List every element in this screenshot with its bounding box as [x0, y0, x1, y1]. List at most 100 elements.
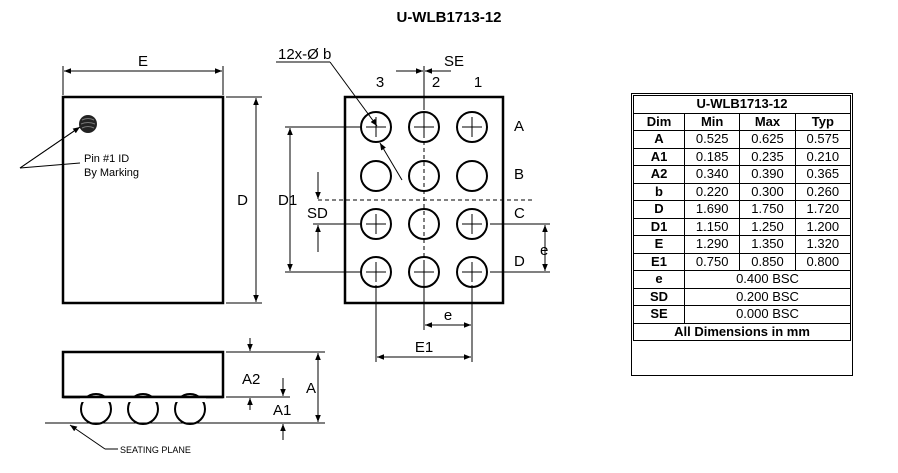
table-cell-max: 0.235: [739, 147, 796, 166]
label-e-horizontal: e: [444, 307, 452, 324]
table-cell-max: 1.350: [739, 235, 796, 254]
label-A2: A2: [242, 371, 260, 388]
table-cell-max: 0.850: [739, 252, 796, 271]
table-cell-typ: 1.320: [794, 235, 852, 254]
label-SE: SE: [444, 53, 464, 70]
table-header-typ: Typ: [794, 112, 852, 131]
ball-spec-label: 12x-Ø b: [278, 46, 331, 63]
table-cell-dim: b: [633, 182, 685, 201]
col-label-2: 2: [432, 74, 440, 91]
table-cell-min: 0.185: [683, 147, 741, 166]
table-cell-min: 0.750: [683, 252, 741, 271]
col-label-3: 3: [376, 74, 384, 91]
table-title: U-WLB1713-12: [633, 95, 851, 114]
table-cell-bsc-value: 0.200 BSC: [684, 287, 851, 306]
table-cell-min: 0.340: [683, 165, 741, 184]
label-E: E: [138, 53, 148, 70]
side-ball: [80, 393, 112, 425]
ball-view: [276, 61, 550, 362]
row-label-D: D: [514, 253, 525, 270]
table-cell-typ: 0.575: [794, 130, 852, 149]
solder-ball: [456, 256, 488, 288]
col-label-1: 1: [474, 74, 482, 91]
solder-ball: [408, 208, 440, 240]
table-cell-typ: 0.210: [794, 147, 852, 166]
table-cell-max: 0.390: [739, 165, 796, 184]
table-cell-dim: D1: [633, 217, 685, 236]
table-footer-row: All Dimensions in mm: [633, 322, 851, 341]
table-cell-dim: E1: [633, 252, 685, 271]
table-cell-dim: SE: [633, 305, 685, 324]
table-cell-max: 1.750: [739, 200, 796, 219]
label-A1: A1: [273, 402, 291, 419]
solder-ball: [456, 160, 488, 192]
table-cell-dim: A2: [633, 165, 685, 184]
table-cell-bsc-value: 0.400 BSC: [684, 270, 851, 289]
table-cell-max: 0.625: [739, 130, 796, 149]
side-ball: [174, 393, 206, 425]
table-cell-max: 1.250: [739, 217, 796, 236]
table-cell-typ: 0.800: [794, 252, 852, 271]
table-cell-dim: SD: [633, 287, 685, 306]
table-cell-dim: E: [633, 235, 685, 254]
page-title: U-WLB1713-12: [396, 9, 502, 26]
pin1-label-line1: Pin #1 ID: [84, 153, 129, 165]
solder-ball: [456, 111, 488, 143]
table-footer: All Dimensions in mm: [633, 322, 851, 341]
label-SD: SD: [307, 205, 328, 222]
row-label-B: B: [514, 166, 524, 183]
table-cell-max: 0.300: [739, 182, 796, 201]
table-cell-typ: 1.200: [794, 217, 852, 236]
table-cell-typ: 0.365: [794, 165, 852, 184]
solder-ball: [360, 160, 392, 192]
side-ball: [127, 393, 159, 425]
table-cell-min: 0.525: [683, 130, 741, 149]
solder-ball: [456, 208, 488, 240]
label-A: A: [306, 380, 316, 397]
solder-ball: [408, 160, 440, 192]
table-cell-typ: 0.260: [794, 182, 852, 201]
side-view: [45, 338, 325, 450]
solder-ball: [360, 208, 392, 240]
table-cell-dim: D: [633, 200, 685, 219]
table-cell-bsc-value: 0.000 BSC: [684, 305, 851, 324]
table-cell-min: 1.290: [683, 235, 741, 254]
table-cell-dim: A: [633, 130, 685, 149]
label-E1: E1: [415, 339, 433, 356]
table-header-min: Min: [683, 112, 741, 131]
table-cell-dim: A1: [633, 147, 685, 166]
table-cell-min: 0.220: [683, 182, 741, 201]
label-e-vertical: e: [540, 242, 548, 259]
table-header-dim: Dim: [633, 112, 685, 131]
solder-ball: [360, 256, 392, 288]
pin1-label-line2: By Marking: [84, 167, 139, 179]
label-D1: D1: [278, 192, 297, 209]
row-label-C: C: [514, 205, 525, 222]
ball-callout-leader: [329, 61, 378, 127]
top-view: [19, 66, 262, 305]
table-cell-min: 1.690: [683, 200, 741, 219]
solder-ball: [360, 111, 392, 143]
table-cell-dim: e: [633, 270, 685, 289]
seating-plane-label: SEATING PLANE: [120, 445, 191, 455]
side-view-body: [61, 350, 225, 399]
solder-ball: [408, 111, 440, 143]
row-label-A: A: [514, 118, 524, 135]
top-view-outline: [61, 95, 225, 305]
table-header-max: Max: [739, 112, 796, 131]
label-D: D: [237, 192, 248, 209]
table-cell-typ: 1.720: [794, 200, 852, 219]
